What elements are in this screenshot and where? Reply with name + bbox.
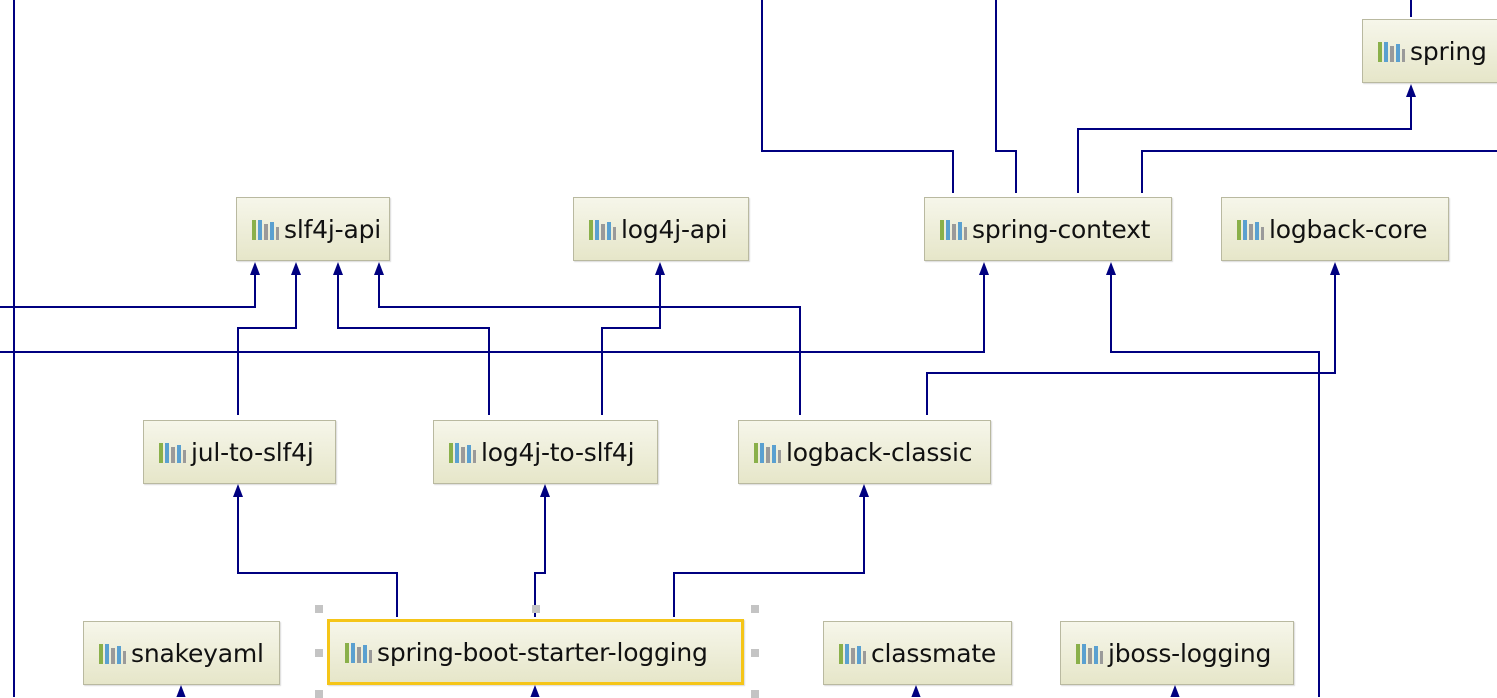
node-log4j-to-slf4j[interactable]: log4j-to-slf4j: [433, 420, 658, 484]
node-label: classmate: [871, 638, 997, 668]
edge-logback-classic-to-logback-core: [926, 268, 1336, 415]
node-label: slf4j-api: [284, 214, 381, 244]
node-spring-context[interactable]: spring-context: [924, 197, 1172, 261]
node-label: jul-to-slf4j: [191, 437, 314, 467]
library-bars-icon: [158, 441, 186, 463]
node-logback-classic[interactable]: logback-classic: [738, 420, 991, 484]
selection-handle[interactable]: [751, 605, 759, 613]
selection-handle[interactable]: [532, 605, 540, 613]
library-bars-icon: [98, 642, 126, 664]
library-bars-icon: [344, 641, 372, 663]
library-bars-icon: [251, 218, 279, 240]
edge-starter-to-jul-to-slf4j: [237, 490, 398, 617]
edge-arrowheads: [176, 84, 1416, 697]
node-snakeyaml[interactable]: snakeyaml: [83, 621, 280, 685]
node-jboss-logging[interactable]: jboss-logging: [1060, 621, 1294, 685]
selection-handle[interactable]: [751, 690, 759, 698]
edge-starter-to-log4j-to-slf4j: [534, 490, 546, 617]
node-classmate[interactable]: classmate: [823, 621, 1012, 685]
node-log4j-api[interactable]: log4j-api: [573, 197, 749, 261]
node-spring[interactable]: spring: [1362, 19, 1497, 83]
selection-handle[interactable]: [315, 690, 323, 698]
selection-handle[interactable]: [751, 649, 759, 657]
edge-spring-context-up-1: [761, 0, 954, 193]
edge-jul-to-slf4j-to-slf4j-api: [237, 268, 297, 415]
node-label: spring-context: [972, 214, 1151, 244]
edge-left-to-spring-context: [0, 268, 985, 353]
selection-handle[interactable]: [315, 649, 323, 657]
edge-log4j-to-slf4j-to-log4j-api: [601, 268, 661, 415]
edge-left-to-slf4j-api: [0, 268, 256, 308]
edge-spring-context-up-2: [995, 0, 1017, 193]
node-label: jboss-logging: [1108, 638, 1272, 668]
node-logback-core[interactable]: logback-core: [1221, 197, 1449, 261]
edge-spring-context-to-spring: [1077, 92, 1412, 193]
library-bars-icon: [1236, 218, 1264, 240]
edge-logback-classic-to-slf4j-api: [378, 268, 801, 415]
node-label: spring-boot-starter-logging: [377, 637, 708, 667]
node-label: log4j-to-slf4j: [481, 437, 635, 467]
node-label: logback-classic: [786, 437, 973, 467]
edge-bottom-right-to-spring-context: [1110, 268, 1320, 697]
edge-log4j-to-slf4j-to-slf4j-api: [337, 268, 490, 415]
node-label: log4j-api: [621, 214, 728, 244]
node-jul-to-slf4j[interactable]: jul-to-slf4j: [143, 420, 336, 484]
library-bars-icon: [448, 441, 476, 463]
selection-handle[interactable]: [315, 605, 323, 613]
edge-spring-context-right: [1141, 150, 1497, 193]
node-label: spring: [1410, 36, 1487, 66]
node-label: logback-core: [1269, 214, 1428, 244]
edge-starter-to-logback-classic: [673, 490, 865, 617]
library-bars-icon: [753, 441, 781, 463]
node-label: snakeyaml: [131, 638, 264, 668]
library-bars-icon: [588, 218, 616, 240]
library-bars-icon: [939, 218, 967, 240]
library-bars-icon: [838, 642, 866, 664]
library-bars-icon: [1075, 642, 1103, 664]
node-spring-boot-starter-logging[interactable]: spring-boot-starter-logging: [327, 619, 744, 685]
node-slf4j-api[interactable]: slf4j-api: [236, 197, 390, 261]
library-bars-icon: [1377, 40, 1405, 62]
